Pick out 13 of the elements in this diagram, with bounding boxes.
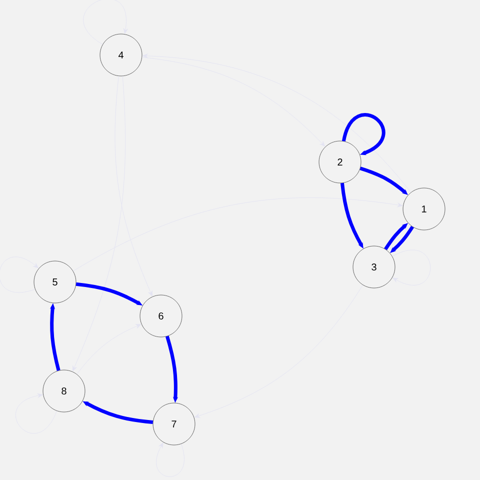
arrow — [142, 54, 412, 193]
arrow — [142, 56, 326, 147]
arrow — [72, 76, 126, 372]
arrow — [114, 76, 152, 296]
arrow — [72, 197, 403, 272]
arrow — [76, 324, 142, 374]
arrow — [194, 284, 364, 418]
arrow — [392, 250, 431, 286]
arrow — [15, 393, 57, 434]
arrow — [83, 0, 128, 45]
arrow — [156, 442, 184, 477]
arrow — [0, 256, 39, 293]
arrow — [342, 113, 386, 156]
